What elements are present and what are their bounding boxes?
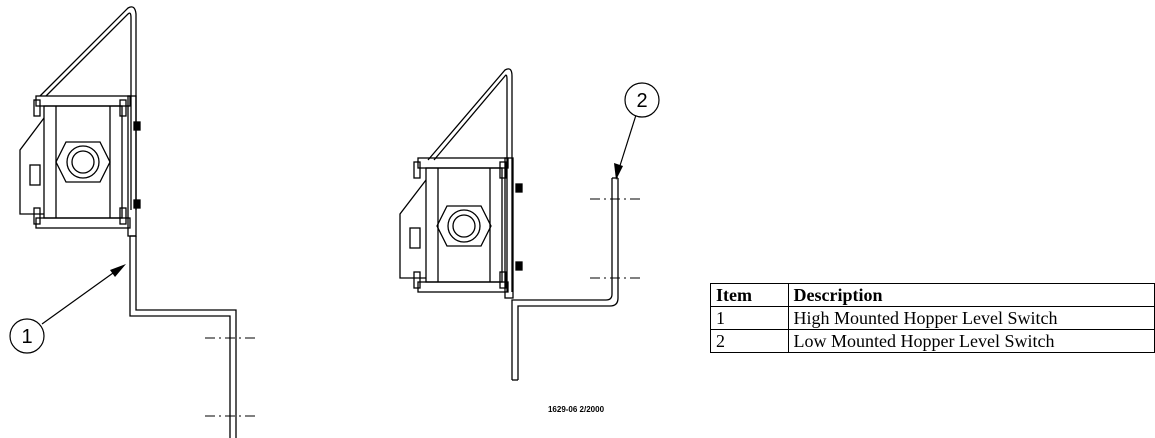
- low-mounted-switch-assembly: [399, 68, 642, 381]
- callout-2: 2: [614, 82, 660, 180]
- table-header-row: Item Description: [710, 283, 1155, 307]
- top-flange: [417, 157, 509, 169]
- description-cell: Low Mounted Hopper Level Switch: [787, 329, 1155, 353]
- figure-id: 1629-06 2/2000: [548, 405, 605, 414]
- description-cell: High Mounted Hopper Level Switch: [787, 306, 1155, 330]
- table-row: 1 High Mounted Hopper Level Switch: [710, 306, 1155, 330]
- parts-table: Item Description 1 High Mounted Hopper L…: [710, 283, 1155, 353]
- bottom-flange: [35, 217, 131, 229]
- header-description: Description: [787, 283, 1155, 307]
- conduit-hex-nut: [436, 205, 492, 247]
- switch-housing: [425, 167, 503, 283]
- switch-housing: [43, 105, 123, 219]
- callout-1-balloon: [9, 318, 45, 354]
- level-probe: [129, 236, 231, 438]
- item-cell: 1: [710, 306, 789, 330]
- table-row: 2 Low Mounted Hopper Level Switch: [710, 329, 1155, 353]
- bottom-flange: [417, 281, 509, 293]
- callout-2-balloon: [624, 82, 660, 118]
- callout-2-label: 2: [636, 90, 647, 112]
- item-cell: 2: [710, 329, 789, 353]
- top-flange: [35, 95, 131, 107]
- callout-1-label: 1: [21, 326, 32, 348]
- level-probe: [511, 178, 613, 380]
- callout-1: 1: [9, 264, 126, 354]
- header-item: Item: [710, 283, 789, 307]
- conduit-hex-nut: [55, 141, 111, 183]
- high-mounted-switch-assembly: [19, 6, 258, 438]
- mounting-bracket: [427, 68, 513, 292]
- mounting-bracket: [39, 6, 137, 210]
